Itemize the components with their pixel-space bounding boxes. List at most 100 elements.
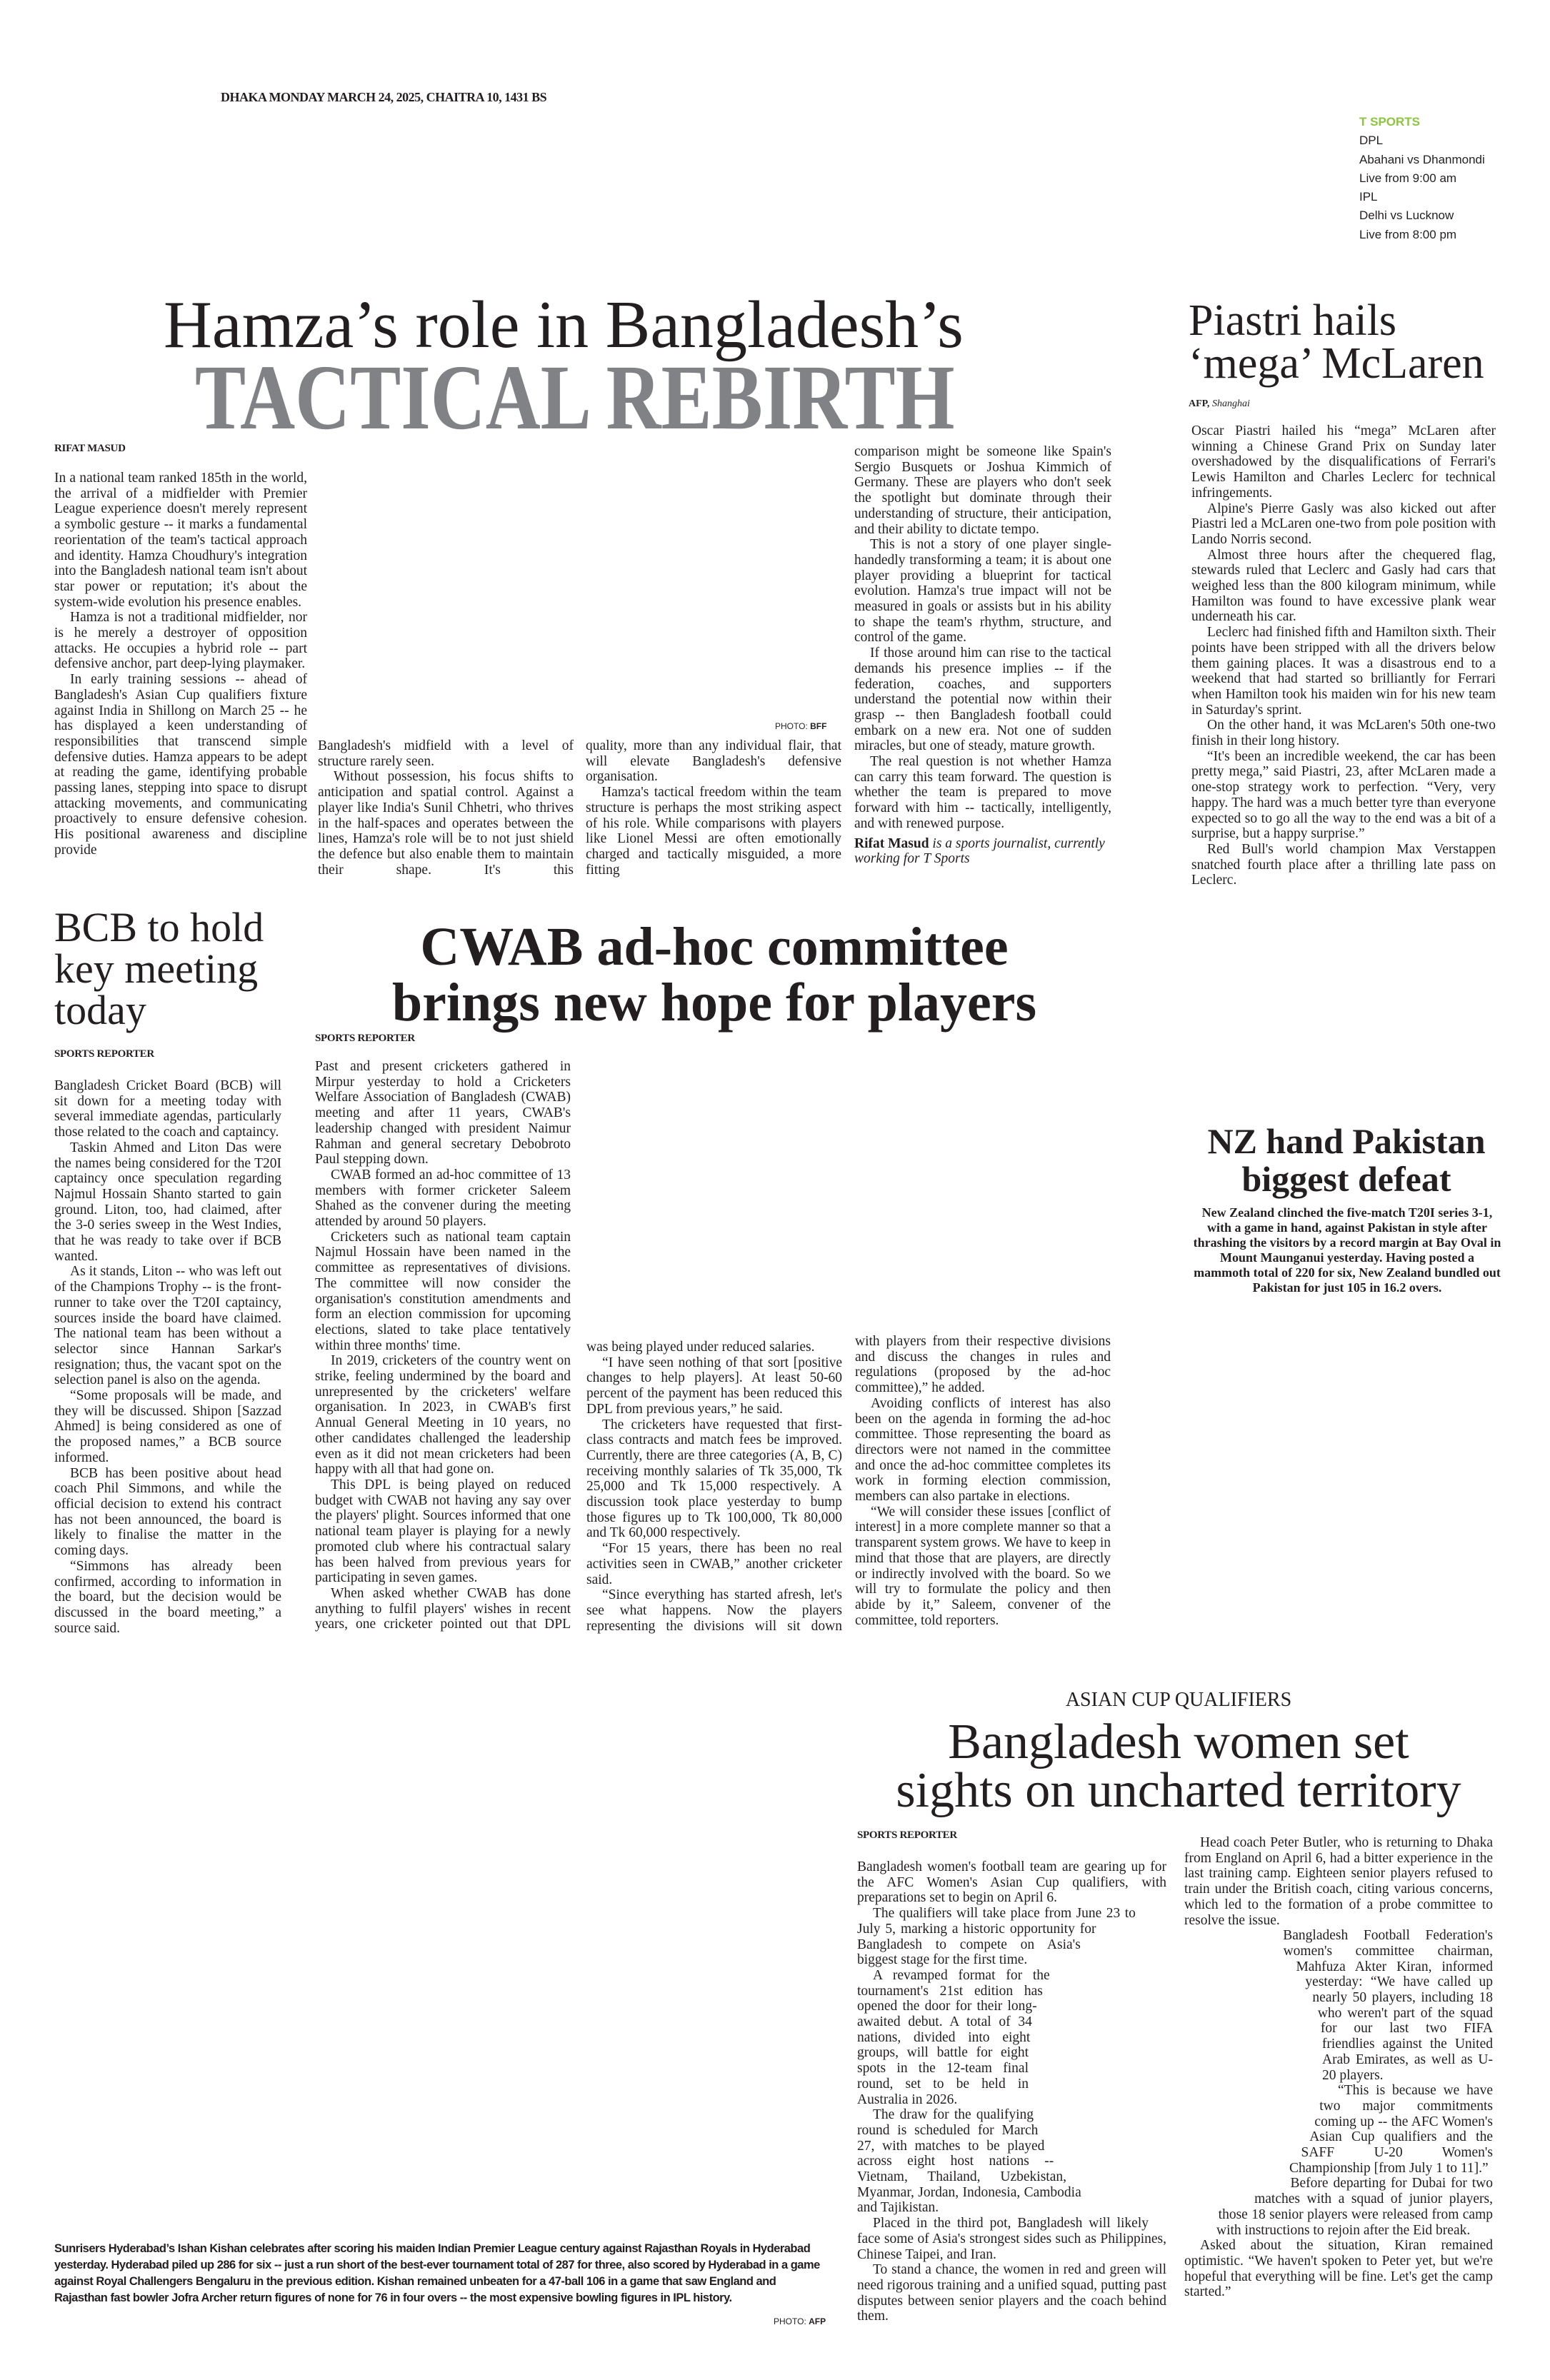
agency: AFP, bbox=[1189, 398, 1210, 409]
paragraph: “Since everything has started afresh, le… bbox=[586, 1587, 842, 1634]
paragraph: Past and present cricketers gathered in … bbox=[315, 1059, 571, 1168]
hamza-column-4-body: comparison might be someone like Spain's… bbox=[854, 444, 1111, 832]
photo-credit-label: PHOTO: bbox=[775, 721, 811, 731]
paragraph: Hamza's tactical freedom within the team… bbox=[586, 785, 841, 878]
paragraph: If those around him can rise to the tact… bbox=[854, 646, 1111, 754]
bcb-body: Bangladesh Cricket Board (BCB) will sit … bbox=[54, 1078, 281, 1636]
paragraph: In a national team ranked 185th in the w… bbox=[54, 471, 307, 610]
headline-line: CWAB ad-hoc committee bbox=[420, 917, 1009, 977]
photo-credit: PHOTO: AFP bbox=[774, 2316, 826, 2326]
headline-line: sights on uncharted territory bbox=[896, 1763, 1461, 1818]
hamza-photo bbox=[318, 444, 843, 719]
headline-line: Bangladesh women set bbox=[948, 1714, 1409, 1769]
hamza-headline: Hamza’s role in Bangladesh’s bbox=[164, 288, 964, 362]
nz-headline: NZ hand Pakistan biggest defeat bbox=[1186, 1123, 1507, 1198]
cwab-byline: SPORTS REPORTER bbox=[315, 1033, 415, 1044]
hamza-column-4: comparison might be someone like Spain's… bbox=[854, 444, 1111, 867]
tv-guide: T SPORTS DPL Abahani vs Dhanmondi Live f… bbox=[1359, 113, 1485, 244]
paragraph: BCB has been positive about head coach P… bbox=[54, 1465, 281, 1559]
photo-credit-source: AFP bbox=[809, 2316, 826, 2326]
paragraph: comparison might be someone like Spain's… bbox=[854, 444, 1111, 537]
asian-cup-byline: SPORTS REPORTER bbox=[857, 1829, 957, 1841]
paragraph: Cricketers such as national team captain… bbox=[315, 1229, 571, 1353]
cwab-column-1: Past and present cricketers gathered in … bbox=[315, 1059, 571, 1632]
tv-guide-line: IPL bbox=[1359, 190, 1378, 204]
paragraph: Bangladesh Cricket Board (BCB) will sit … bbox=[54, 1078, 281, 1140]
bcb-headline: BCB to hold key meeting today bbox=[54, 904, 264, 1033]
paragraph: Bangladesh women's football team are gea… bbox=[857, 1859, 1166, 1906]
paragraph: CWAB formed an ad-hoc committee of 13 me… bbox=[315, 1167, 571, 1230]
tv-guide-line: Live from 8:00 pm bbox=[1359, 227, 1457, 241]
headline-line: NZ hand Pakistan bbox=[1207, 1121, 1486, 1161]
hamza-byline: RIFAT MASUD bbox=[54, 443, 126, 454]
paragraph: Without possession, his focus shifts to … bbox=[318, 769, 574, 878]
paragraph: In 2019, cricketers of the country went … bbox=[315, 1353, 571, 1477]
paragraph: To stand a chance, the women in red and … bbox=[857, 2262, 1166, 2324]
paragraph: “For 15 years, there has been no real ac… bbox=[586, 1541, 842, 1587]
paragraph: “We will consider these issues [conflict… bbox=[855, 1504, 1111, 1628]
asian-cup-column-2: Head coach Peter Butler, who is returnin… bbox=[1184, 1835, 1493, 2300]
paragraph: Taskin Ahmed and Liton Das were the name… bbox=[54, 1140, 281, 1264]
paragraph: This is not a story of one player single… bbox=[854, 537, 1111, 646]
paragraph: Head coach Peter Butler, who is returnin… bbox=[1184, 1835, 1493, 1928]
paragraph: “Some proposals will be made, and they w… bbox=[54, 1388, 281, 1465]
author-description: is a sports journalist, currently workin… bbox=[854, 835, 1105, 867]
paragraph: Hamza is not a traditional midfielder, n… bbox=[54, 610, 307, 672]
asian-cup-column-1: Bangladesh women's football team are gea… bbox=[857, 1859, 1166, 2324]
cwab-column-2: was being played under reduced salaries.… bbox=[586, 1340, 842, 1634]
hamza-column-2: Bangladesh's midfield with a level of st… bbox=[318, 738, 574, 878]
tv-guide-line: Live from 9:00 am bbox=[1359, 171, 1457, 185]
place: Shanghai bbox=[1209, 398, 1250, 409]
paragraph: This DPL is being played on reduced budg… bbox=[315, 1477, 571, 1586]
headline-line: ‘mega’ McLaren bbox=[1189, 339, 1484, 388]
photo-credit: PHOTO: BFF bbox=[775, 721, 826, 731]
asian-cup-headline: Bangladesh women set sights on uncharted… bbox=[850, 1714, 1507, 1818]
nz-summary: New Zealand clinched the five-match T20I… bbox=[1193, 1205, 1501, 1295]
paragraph: On the other hand, it was McLaren's 50th… bbox=[1191, 718, 1496, 749]
asian-cup-kicker: ASIAN CUP QUALIFIERS bbox=[1065, 1689, 1292, 1711]
paragraph: Before departing for Dubai for two match… bbox=[1216, 2176, 1493, 2238]
paragraph: Bangladesh Football Federation's women's… bbox=[1283, 1928, 1493, 2083]
paragraph: Placed in the third pot, Bangladesh will… bbox=[857, 2216, 1166, 2262]
paragraph: In early training sessions -- ahead of B… bbox=[54, 672, 307, 858]
paragraph: The draw for the qualifying round is sch… bbox=[857, 2107, 1081, 2216]
hamza-headline-emphasis: TACTICAL REBIRTH bbox=[195, 346, 955, 449]
tv-guide-line: Delhi vs Lucknow bbox=[1359, 209, 1454, 223]
piastri-headline: Piastri hails ‘mega’ McLaren bbox=[1189, 296, 1484, 388]
paragraph: The qualifiers will take place from June… bbox=[857, 1906, 1136, 1968]
bcb-byline: SPORTS REPORTER bbox=[54, 1048, 154, 1060]
tv-guide-line: DPL bbox=[1359, 134, 1384, 148]
headline-line: Piastri hails bbox=[1189, 296, 1397, 345]
paragraph: The cricketers have requested that first… bbox=[586, 1417, 842, 1541]
tv-channel: T SPORTS bbox=[1359, 115, 1421, 129]
paragraph: Alpine's Pierre Gasly was also kicked ou… bbox=[1191, 501, 1496, 547]
paragraph: quality, more than any individual flair,… bbox=[586, 738, 841, 785]
paragraph: Oscar Piastri hailed his “mega” McLaren … bbox=[1191, 423, 1496, 501]
paragraph: Leclerc had finished fifth and Hamilton … bbox=[1191, 625, 1496, 718]
paragraph: As it stands, Liton -- who was left out … bbox=[54, 1264, 281, 1388]
cwab-column-3: with players from their respective divis… bbox=[855, 1334, 1111, 1628]
hamza-column-1: In a national team ranked 185th in the w… bbox=[54, 471, 307, 858]
paragraph: Red Bull's world champion Max Verstappen… bbox=[1191, 841, 1496, 888]
paragraph: with players from their respective divis… bbox=[855, 1334, 1111, 1396]
paragraph: Almost three hours after the chequered f… bbox=[1191, 547, 1496, 625]
piastri-dateline: AFP, Shanghai bbox=[1189, 398, 1250, 410]
paragraph: “Simmons has already been confirmed, acc… bbox=[54, 1558, 281, 1636]
photo-credit-label: PHOTO: bbox=[774, 2316, 809, 2326]
page-dateline: DHAKA MONDAY MARCH 24, 2025, CHAITRA 10,… bbox=[221, 90, 547, 104]
photo-credit-source: BFF bbox=[810, 721, 827, 731]
paragraph: The real question is not whether Hamza c… bbox=[854, 754, 1111, 831]
paragraph: Avoiding conflicts of interest has also … bbox=[855, 1395, 1111, 1505]
paragraph: “This is because we have two major commi… bbox=[1289, 2083, 1493, 2176]
author-note: Rifat Masud is a sports journalist, curr… bbox=[854, 836, 1111, 867]
paragraph: was being played under reduced salaries. bbox=[586, 1340, 815, 1355]
ipl-photo-caption: Sunrisers Hyderabad’s Ishan Kishan celeb… bbox=[54, 2242, 820, 2304]
paragraph: When asked whether CWAB has done anythin… bbox=[315, 1585, 571, 1632]
paragraph: “It's been an incredible weekend, the ca… bbox=[1191, 748, 1496, 842]
paragraph: A revamped format for the tournament's 2… bbox=[857, 1967, 1050, 2107]
paragraph: Bangladesh's midfield with a level of st… bbox=[318, 738, 574, 769]
piastri-body: Oscar Piastri hailed his “mega” McLaren … bbox=[1191, 423, 1496, 888]
author-name: Rifat Masud bbox=[854, 835, 929, 851]
tv-guide-line: Abahani vs Dhanmondi bbox=[1359, 152, 1485, 166]
paragraph: “I have seen nothing of that sort [posit… bbox=[586, 1355, 842, 1417]
